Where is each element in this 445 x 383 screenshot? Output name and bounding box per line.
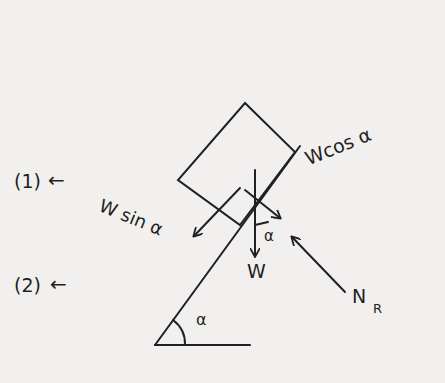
force-label: N <box>352 287 366 306</box>
equation-number: (2) <box>14 276 41 295</box>
angle-arc <box>173 320 185 345</box>
force-arrow <box>194 188 240 236</box>
force-label: W sin α <box>97 197 166 239</box>
angle-mark <box>255 222 268 225</box>
arrow-symbol: ← <box>48 170 65 190</box>
angle-label: α <box>196 312 207 328</box>
arrow-symbol: ← <box>50 274 67 294</box>
force-arrow <box>292 237 345 292</box>
angle-label: α <box>264 229 274 244</box>
subscript: R <box>373 302 382 315</box>
block <box>178 103 295 225</box>
force-arrow <box>254 170 256 256</box>
force-label: W <box>247 262 266 281</box>
ground-line <box>155 344 250 346</box>
equation-number: (1) <box>14 172 41 191</box>
force-label: Wcos α <box>302 125 373 169</box>
force-arrow <box>245 190 280 218</box>
